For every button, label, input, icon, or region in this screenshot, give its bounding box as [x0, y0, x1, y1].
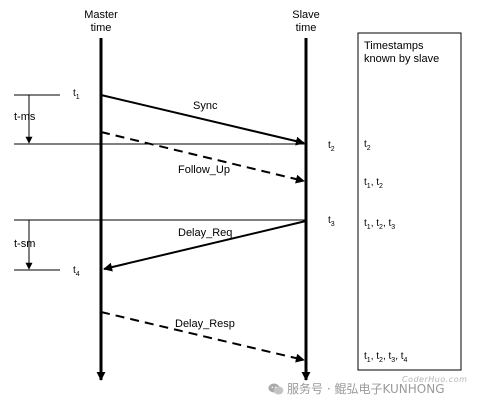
master-title-line2: time — [90, 22, 112, 34]
delay-req-label: Delay_Req — [178, 227, 233, 239]
t2-label: t2 — [328, 140, 335, 153]
known-row-3: t1, t2, t3 — [364, 218, 396, 231]
t1-label: t1 — [73, 88, 80, 101]
timestamps-panel-title: Timestamps known by slave — [364, 40, 439, 66]
delay-resp-label: Delay_Resp — [175, 318, 235, 330]
wechat-icon — [268, 383, 284, 395]
t3-label: t3 — [328, 215, 335, 228]
master-title-line1: Master — [84, 9, 118, 21]
known-row-4: t1, t2, t3, t4 — [364, 351, 408, 364]
t-sm-label: t-sm — [14, 238, 36, 250]
follow-up-arrow — [100, 131, 305, 184]
timestamps-panel — [357, 32, 462, 371]
t4-label: t4 — [73, 265, 80, 278]
sync-label: Sync — [193, 100, 218, 112]
panel-title-line1: Timestamps — [364, 40, 424, 52]
t-ms-label: t-ms — [14, 111, 36, 123]
slave-title: Slave time — [281, 9, 331, 35]
delay-resp-arrow — [100, 311, 305, 363]
slave-title-line2: time — [295, 22, 317, 34]
watermark-text: 服务号 · 鲲弘电子KUNHONG — [287, 382, 445, 396]
known-row-2: t1, t2 — [364, 177, 383, 190]
sync-arrow — [100, 94, 305, 146]
master-title: Master time — [76, 9, 126, 35]
delay-req-arrow — [103, 220, 307, 272]
follow-up-label: Follow_Up — [178, 164, 230, 176]
known-row-1: t2 — [364, 139, 371, 152]
slave-title-line1: Slave — [292, 9, 320, 21]
watermark-sub: CoderHuo.com — [402, 375, 468, 384]
panel-title-line2: known by slave — [364, 53, 440, 65]
